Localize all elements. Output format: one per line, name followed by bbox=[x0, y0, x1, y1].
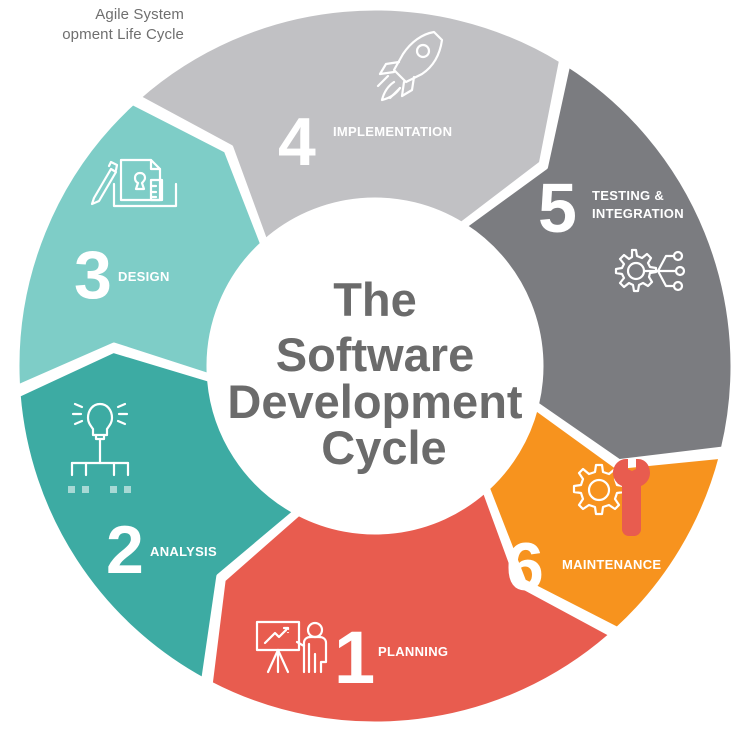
design-blueprint-icon bbox=[90, 158, 178, 208]
step-maintenance: 6 MAINTENANCE bbox=[506, 459, 661, 605]
step-1-number: 1 bbox=[334, 616, 375, 699]
step-6-number: 6 bbox=[506, 529, 544, 605]
step-3-label: DESIGN bbox=[118, 269, 170, 284]
step-testing-integration: 5 TESTING & INTEGRATION bbox=[538, 169, 686, 293]
center-title-line-3: Development bbox=[227, 375, 522, 428]
step-5-number: 5 bbox=[538, 169, 577, 247]
caption-line-2: opment Life Cycle bbox=[62, 26, 184, 43]
corner-caption: Agile System opment Life Cycle bbox=[0, 5, 184, 45]
step-4-number: 4 bbox=[278, 104, 316, 180]
center-title-line-4: Cycle bbox=[321, 421, 446, 474]
step-analysis: 2 ANALYSIS bbox=[68, 402, 217, 588]
step-5-label-line-2: INTEGRATION bbox=[592, 206, 684, 221]
gear-wrench-icon bbox=[572, 459, 650, 536]
step-1-label: PLANNING bbox=[378, 644, 448, 659]
presentation-icon bbox=[255, 620, 328, 674]
step-6-label: MAINTENANCE bbox=[562, 557, 661, 572]
rocket-icon bbox=[376, 30, 444, 102]
step-design: 3 DESIGN bbox=[74, 158, 178, 313]
step-4-label: IMPLEMENTATION bbox=[333, 124, 452, 139]
step-3-number: 3 bbox=[74, 237, 112, 313]
gear-network-icon bbox=[614, 248, 686, 293]
step-implementation: 4 IMPLEMENTATION bbox=[278, 30, 452, 180]
step-5-label-line-1: TESTING & bbox=[592, 188, 664, 203]
center-title-line-1: The bbox=[333, 273, 417, 326]
step-2-number: 2 bbox=[106, 512, 144, 588]
step-2-label: ANALYSIS bbox=[150, 544, 217, 559]
idea-hierarchy-icon bbox=[68, 402, 131, 493]
center-title-line-2: Software bbox=[276, 328, 475, 381]
center-circle bbox=[207, 198, 543, 534]
step-planning: 1 PLANNING bbox=[255, 616, 448, 699]
center-title: The Software Development Cycle bbox=[227, 273, 522, 474]
caption-line-1: Agile System bbox=[95, 6, 184, 23]
